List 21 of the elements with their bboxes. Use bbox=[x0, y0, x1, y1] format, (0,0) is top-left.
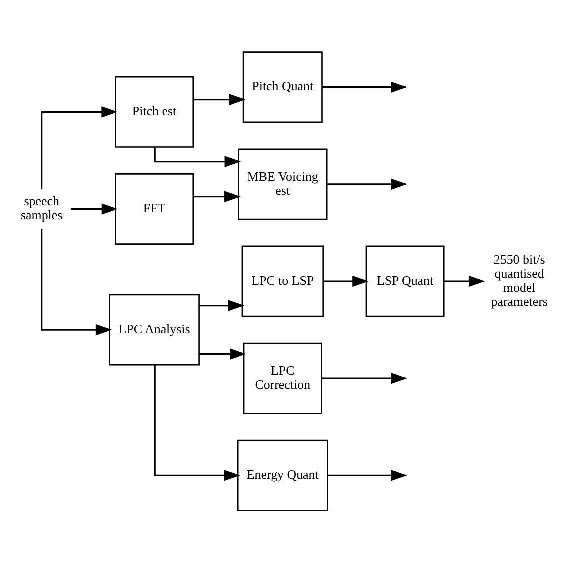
node-box: MBE Voicing est bbox=[238, 148, 328, 220]
node-box: FFT bbox=[115, 174, 194, 245]
node-box: Pitch Quant bbox=[242, 52, 323, 124]
node-text: speech samples bbox=[20, 194, 63, 223]
arrow bbox=[193, 94, 246, 106]
node-box: LSP Quant bbox=[366, 246, 445, 318]
node-box: LPC to LSP bbox=[242, 246, 324, 318]
arrow bbox=[199, 300, 245, 312]
arrow bbox=[199, 348, 246, 360]
arrow bbox=[71, 204, 118, 215]
arrow bbox=[41, 106, 118, 190]
arrow bbox=[41, 229, 112, 336]
node-box: Energy Quant bbox=[237, 440, 328, 512]
arrow bbox=[154, 365, 240, 482]
node-text: 2550 bit/s quantised model parameters bbox=[491, 252, 548, 309]
node-box: LPC Analysis bbox=[109, 294, 200, 366]
node-box: Pitch est bbox=[115, 76, 194, 148]
arrow bbox=[444, 276, 486, 288]
node-box: LPC Correction bbox=[243, 342, 322, 414]
arrow bbox=[193, 191, 241, 202]
arrow bbox=[324, 276, 369, 288]
